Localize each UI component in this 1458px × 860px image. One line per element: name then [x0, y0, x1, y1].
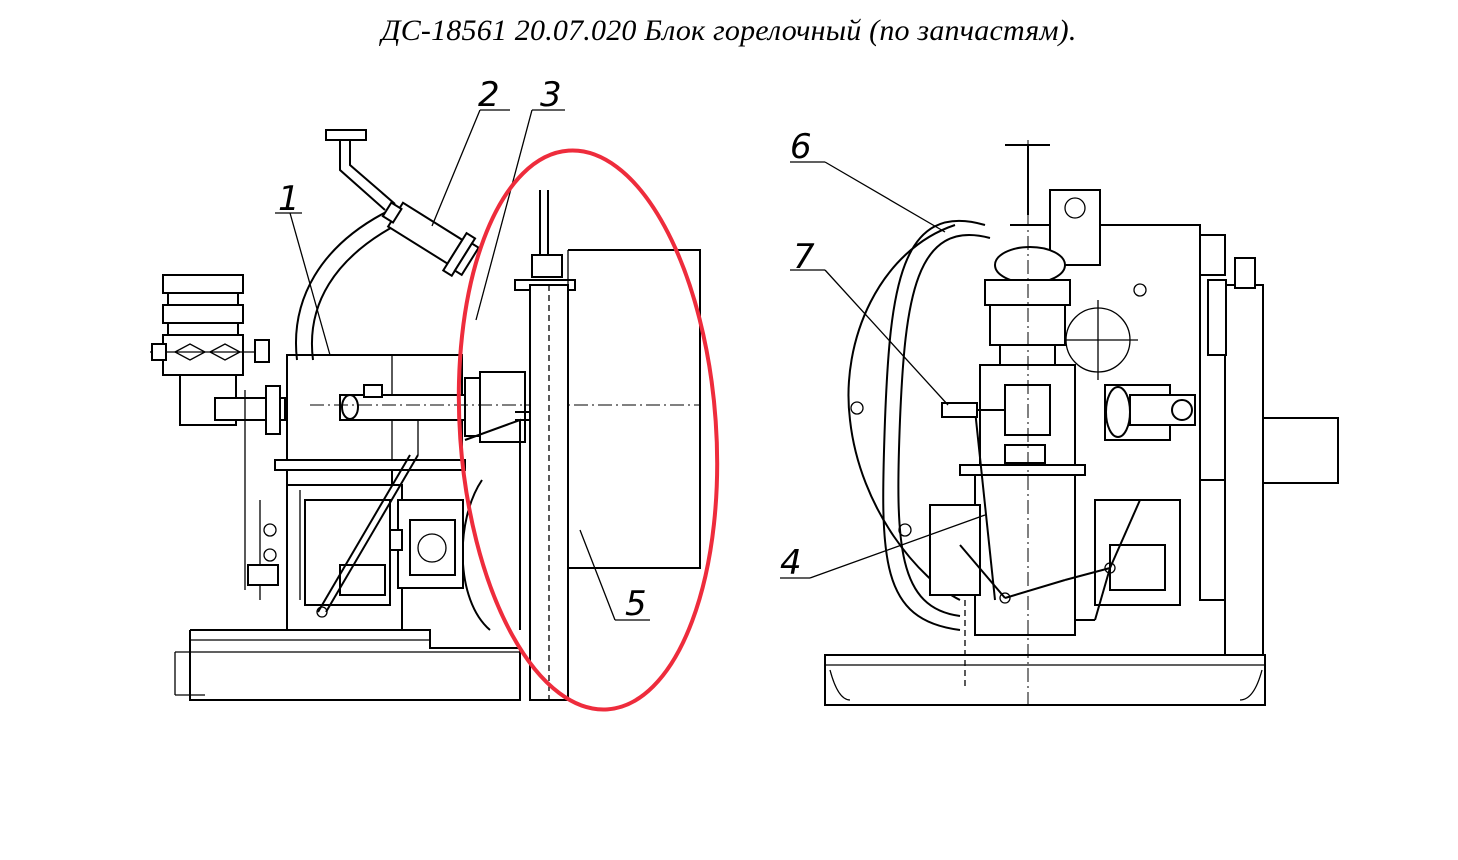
right-burner-nozzle — [1104, 384, 1196, 441]
left-combustion-chamber — [567, 249, 701, 569]
right-side-frame — [1199, 234, 1339, 656]
right-burner-column — [959, 140, 1086, 710]
callout-3: 3 — [540, 75, 562, 115]
callout-5: 5 — [625, 584, 647, 624]
left-mounting-plate — [389, 418, 521, 631]
left-linkage-rod — [316, 420, 419, 618]
left-fuel-hose — [295, 129, 399, 361]
callout-1: 1 — [278, 179, 300, 219]
callout-6: 6 — [790, 127, 812, 167]
right-pilot-fitting — [941, 402, 1005, 418]
callout-2: 2 — [478, 75, 500, 115]
left-burner-tube — [310, 371, 700, 443]
left-angled-valve — [381, 201, 481, 278]
left-ignition-rod — [514, 190, 576, 291]
right-leader-lines — [780, 161, 986, 579]
right-front-view: 6 7 4 — [780, 127, 1339, 710]
left-base-frame — [174, 629, 521, 701]
right-base-frame — [824, 654, 1266, 706]
callout-7: 7 — [793, 237, 815, 277]
left-flange-column — [515, 284, 569, 701]
right-top-bracket — [1005, 144, 1101, 266]
callout-4: 4 — [780, 543, 802, 583]
right-fuel-hose — [882, 219, 991, 631]
left-side-view: 1 2 3 5 — [150, 75, 701, 701]
highlight-ellipse-part-5 — [456, 148, 720, 712]
left-leader-lines — [275, 109, 650, 621]
left-fan-assembly — [150, 274, 286, 435]
drawing-title: ДС-18561 20.07.020 Блок горелочный (по з… — [381, 14, 1077, 47]
